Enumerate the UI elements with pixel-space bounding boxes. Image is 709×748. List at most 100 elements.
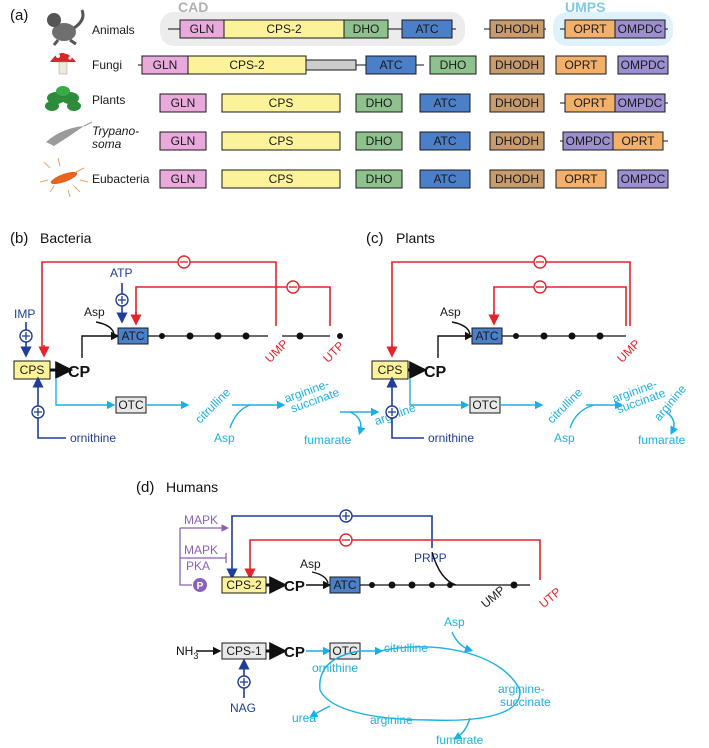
urea-cycle-loop [319,646,521,722]
eub-dho-label: DHO [366,172,393,186]
fumarate-b: fumarate [304,433,352,447]
citrulline-c: citrulline [544,385,585,426]
organism-trypanosoma-line1: Trypano- [92,124,139,138]
fungi-gln-label: GLN [153,58,178,72]
organism-plants: Plants [92,93,125,107]
otc-label-d: OTC [332,644,358,658]
cp-label-b: CP [68,364,91,381]
pka-label: PKA [186,559,210,573]
citrulline-d: citrulline [384,641,428,655]
row-trypanosoma: GLN CPS DHO ATC DHODH OMPDC OPRT [159,131,668,151]
phospho-icon [193,578,207,592]
domain-dhodh-label: DHODH [495,22,539,36]
ump-feedback-atc-c [493,286,627,326]
phospho-label: P [197,581,204,592]
fungi-dho-label: DHO [440,58,467,72]
eub-cps-label: CPS [269,172,294,186]
tryp-atc-label: ATC [433,134,456,148]
monkey-icon [47,9,85,46]
row-plants: GLN CPS DHO ATC DHODH OPRT OMPDC [159,93,668,113]
panel-b-title: Bacteria [40,230,92,246]
atp-label: ATP [110,266,132,280]
fungi-dhodh-label: DHODH [495,58,539,72]
eub-dhodh-label: DHODH [495,172,539,186]
argsucc2-d: succinate [500,695,551,709]
mapk1-label: MAPK [184,513,218,527]
tryp-ompdc-label: OMPDC [566,134,611,148]
mushroom-icon [50,50,76,75]
nag-label: NAG [230,701,256,715]
plants-ompdc-label: OMPDC [618,96,663,110]
imp-label: IMP [14,307,35,321]
tryp-dho-label: DHO [366,134,393,148]
plants-gln-label: GLN [171,96,196,110]
argsucc1-d: arginine- [498,682,545,696]
citrulline-b: citrulline [192,385,233,426]
ump-label-d: UMP [478,583,507,611]
ornithine-c: ornithine [428,431,474,445]
ump-label-b: UMP [262,337,291,366]
utp-label-b: UTP [320,339,347,366]
domain-atc [401,19,453,39]
organism-animals: Animals [92,23,135,37]
prpp-activation [226,515,433,580]
fungi-atc-label: ATC [379,58,402,72]
panel-c-title: Plants [396,230,435,246]
cps-label-c: CPS [378,363,403,377]
cps1-label: CPS-1 [226,644,262,658]
umps-label: UMPS [565,0,605,15]
pathway-dots-c [513,332,604,340]
domain-dho [343,19,389,39]
panel-b-label: (b) [10,230,28,247]
organism-trypanosoma-line2: soma [92,137,122,151]
otc-label-c: OTC [472,398,498,412]
domain-ompdc [614,19,666,39]
cps-label-b: CPS [20,363,45,377]
utp-feedback-d [244,539,541,580]
domain-oprt-label: OPRT [573,22,607,36]
domain-dhodh [489,19,545,39]
fumarate-d: fumarate [436,733,484,747]
panel-c-label: (c) [366,230,384,247]
plants-atc-label: ATC [433,96,456,110]
plant-icon [45,86,81,111]
trypanosome-icon [46,121,93,146]
plants-dho-label: DHO [366,96,393,110]
mapk2-label: MAPK [184,543,218,557]
panel-d-title: Humans [166,479,218,495]
ump-label-c: UMP [614,337,643,366]
bacterium-icon [39,157,89,198]
domain-dho-label: DHO [353,22,380,36]
ornithine-d: ornithine [312,661,358,675]
domain-cps2-label: CPS-2 [266,22,302,36]
prpp-label: PRPP [414,551,447,565]
tryp-oprt-label: OPRT [621,134,655,148]
eub-oprt-label: OPRT [564,172,598,186]
asp2-b: Asp [214,431,235,445]
panel-a-label: (a) [10,7,28,24]
eub-atc-label: ATC [433,172,456,186]
cp-label-d: CP [284,578,305,595]
fungi-ompdc-label: OMPDC [621,58,666,72]
organism-fungi: Fungi [92,58,122,72]
eub-gln-label: GLN [171,172,196,186]
arginine-d: arginine [370,713,413,727]
plants-dhodh-label: DHODH [495,96,539,110]
fungi-oprt-label: OPRT [564,58,598,72]
domain-ompdc-label: OMPDC [618,22,663,36]
row-animals: GLN CPS-2 DHO ATC DHODH OPRT OMPDC [168,19,668,39]
fungi-cps2-label: CPS-2 [229,58,265,72]
atc-label-b: ATC [121,329,144,343]
atc-label-c: ATC [475,329,498,343]
pathway-dots-d [369,581,518,589]
asp-label-c: Asp [440,305,461,319]
asp-label-b: Asp [84,305,105,319]
cps2-label-d: CPS-2 [226,578,262,592]
utp-feedback-atc [135,286,331,326]
asp-label-d: Asp [300,557,321,571]
domain-gln-label: GLN [190,22,215,36]
ornithine-b: ornithine [70,431,116,445]
fumarate-c: fumarate [638,433,686,447]
nh3-label: NH3 [176,644,198,661]
